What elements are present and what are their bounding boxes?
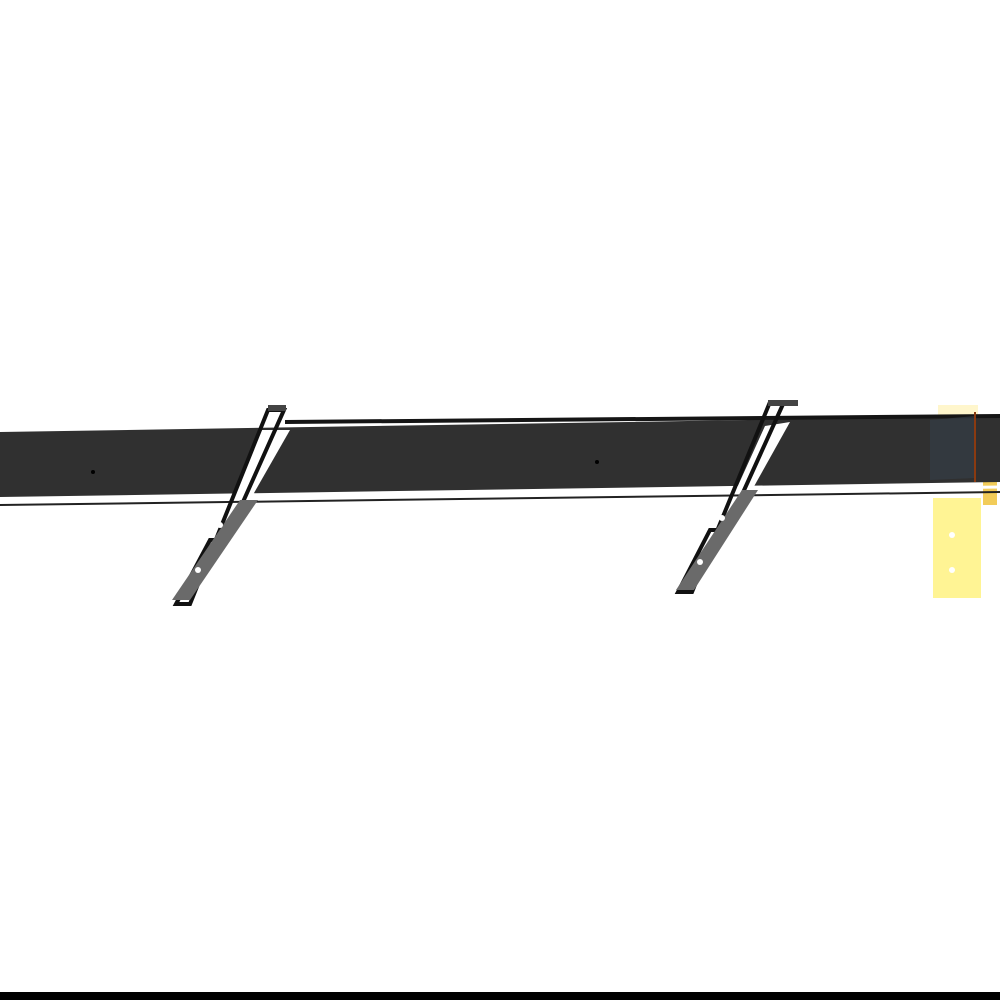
- ghost-bracket-right: [933, 405, 997, 598]
- bottom-bar: [0, 992, 1000, 1000]
- bracket-right: [595, 400, 798, 594]
- shelf-board-top-edge: [285, 414, 1000, 424]
- shelf-bottom-line: [0, 491, 1000, 506]
- shelf-board: [0, 416, 1000, 497]
- bracket-left: [91, 405, 290, 606]
